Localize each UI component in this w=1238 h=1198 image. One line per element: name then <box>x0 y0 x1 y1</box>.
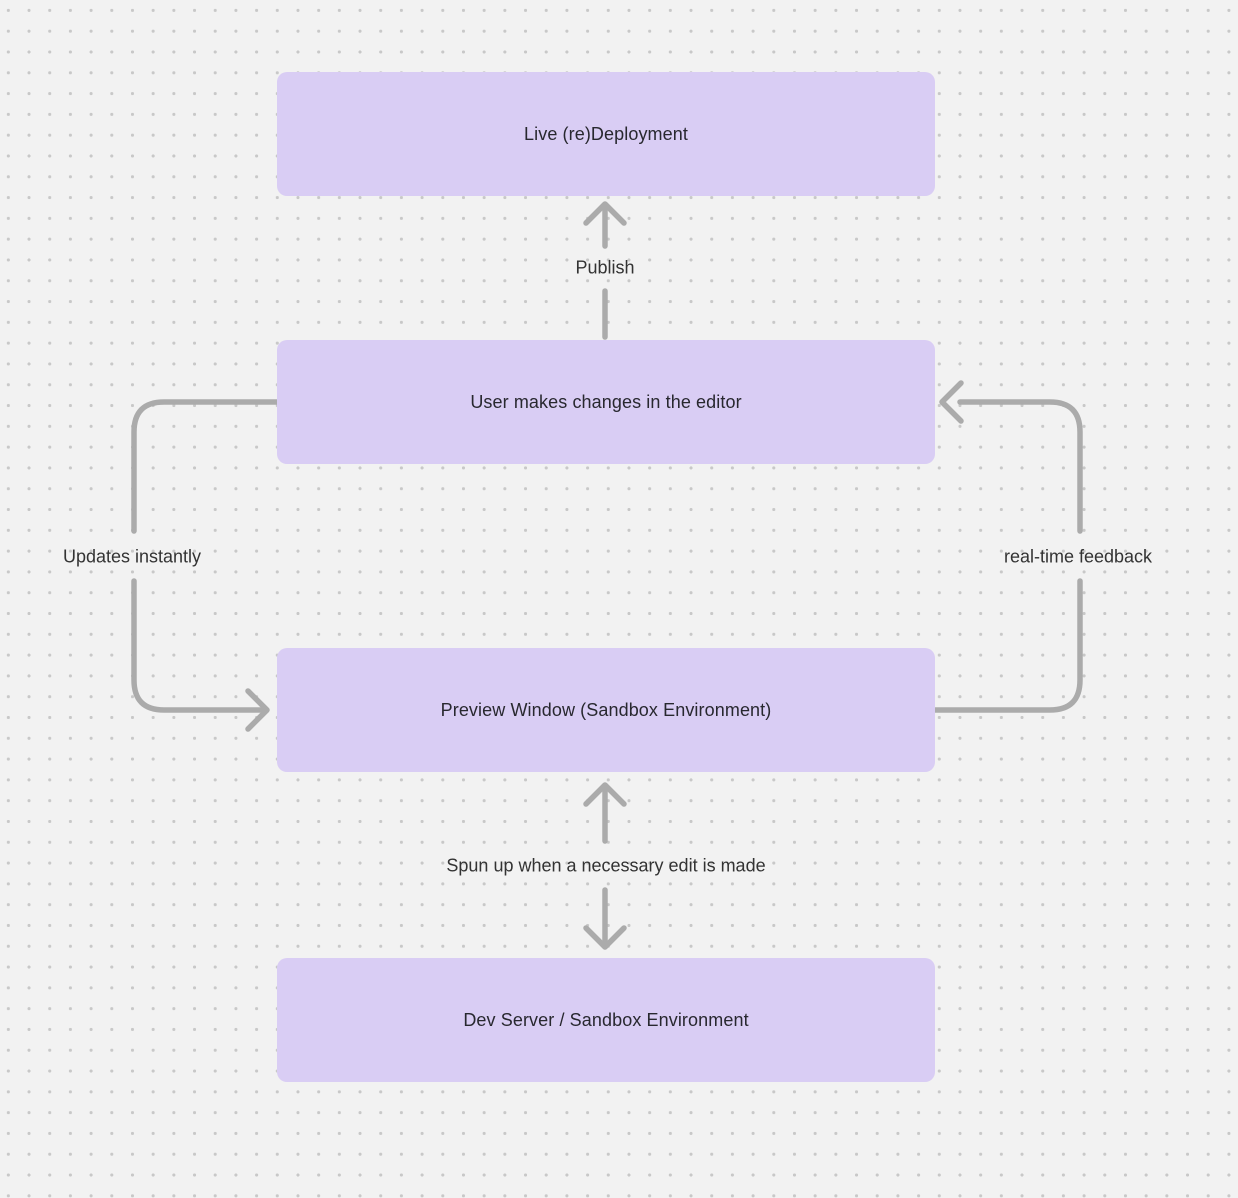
arrow-segment <box>932 578 1083 713</box>
node-live-redeployment-label: Live (re)Deployment <box>524 123 688 144</box>
node-user-editor-label: User makes changes in the editor <box>470 391 742 412</box>
arrow-up-head-icon <box>583 782 627 807</box>
edge-label-publish: Publish <box>575 257 635 278</box>
arrow-right-head-icon <box>245 688 270 732</box>
node-user-editor[interactable]: User makes changes in the editor <box>277 340 935 464</box>
node-dev-server[interactable]: Dev Server / Sandbox Environment <box>277 958 935 1082</box>
arrow-segment <box>131 399 280 534</box>
edge-label-spun-up: Spun up when a necessary edit is made <box>446 855 766 876</box>
node-preview-window-label: Preview Window (Sandbox Environment) <box>440 699 772 720</box>
node-dev-server-label: Dev Server / Sandbox Environment <box>463 1009 749 1030</box>
arrow-segment <box>957 399 1083 534</box>
node-live-redeployment[interactable]: Live (re)Deployment <box>277 72 935 196</box>
edge-label-realtime-feedback: real-time feedback <box>1003 546 1153 567</box>
arrow-up-head-icon <box>583 201 627 226</box>
node-preview-window[interactable]: Preview Window (Sandbox Environment) <box>277 648 935 772</box>
arrow-left-head-icon <box>939 380 964 424</box>
arrow-down-head-icon <box>583 925 627 950</box>
arrow-segment <box>131 578 264 713</box>
edge-label-updates-instantly: Updates instantly <box>62 546 202 567</box>
